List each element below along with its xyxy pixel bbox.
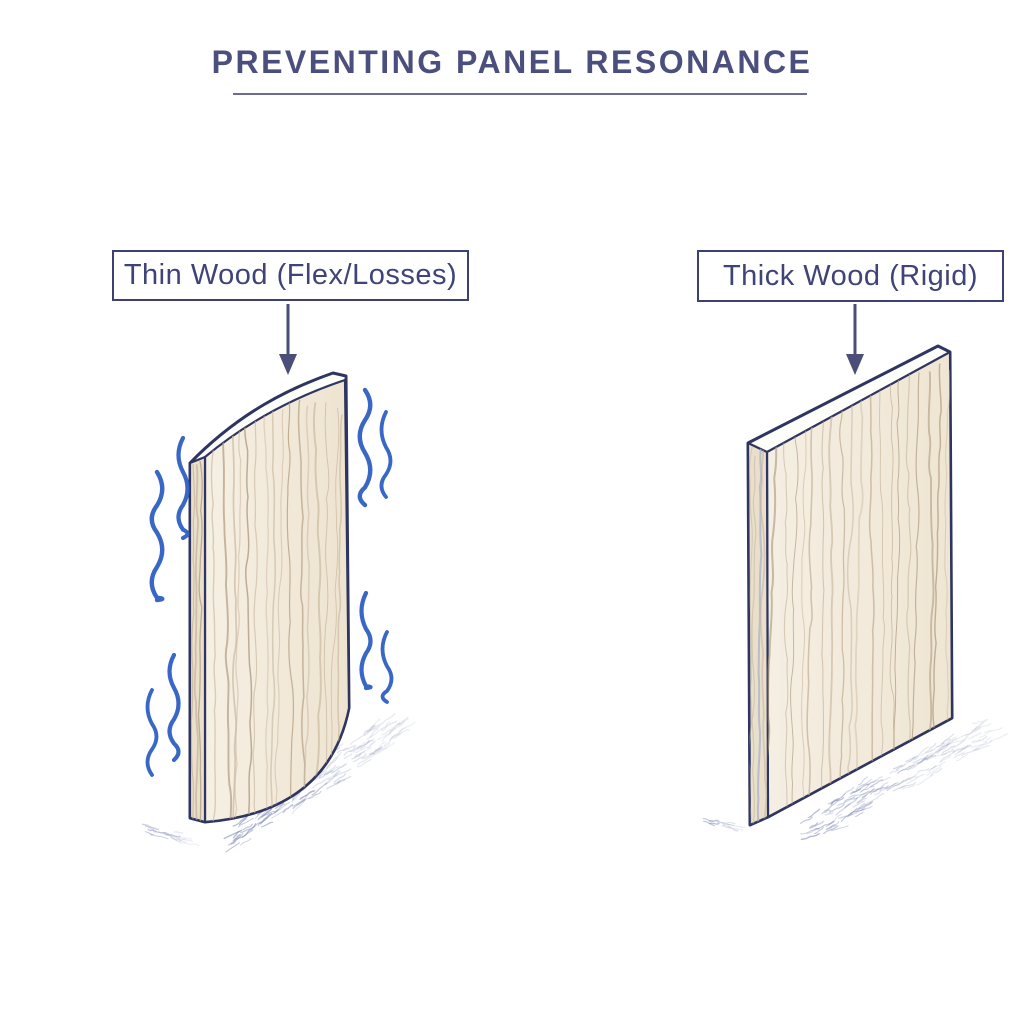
wood-grain <box>210 399 343 822</box>
ground-shadow <box>702 718 1009 840</box>
thick-wood-label: Thick Wood (Rigid) <box>722 259 979 292</box>
thin-wood-label-box: Thin Wood (Flex/Losses) <box>112 250 469 301</box>
thick-panel-illustration <box>702 344 1009 840</box>
vibration-waves-left <box>145 435 190 777</box>
wood-panel-thin <box>188 371 351 824</box>
edge-grain <box>748 443 768 825</box>
thin-panel-illustration <box>141 371 416 853</box>
vibration-waves-right <box>357 387 394 704</box>
page-title: PREVENTING PANEL RESONANCE <box>211 44 813 80</box>
thin-wood-label: Thin Wood (Flex/Losses) <box>123 259 458 291</box>
wood-panel-thick <box>746 344 954 827</box>
down-arrow-icon <box>279 304 297 375</box>
down-arrow-icon <box>846 304 864 375</box>
thick-wood-label-box: Thick Wood (Rigid) <box>697 250 1004 302</box>
title-underline <box>233 93 807 95</box>
